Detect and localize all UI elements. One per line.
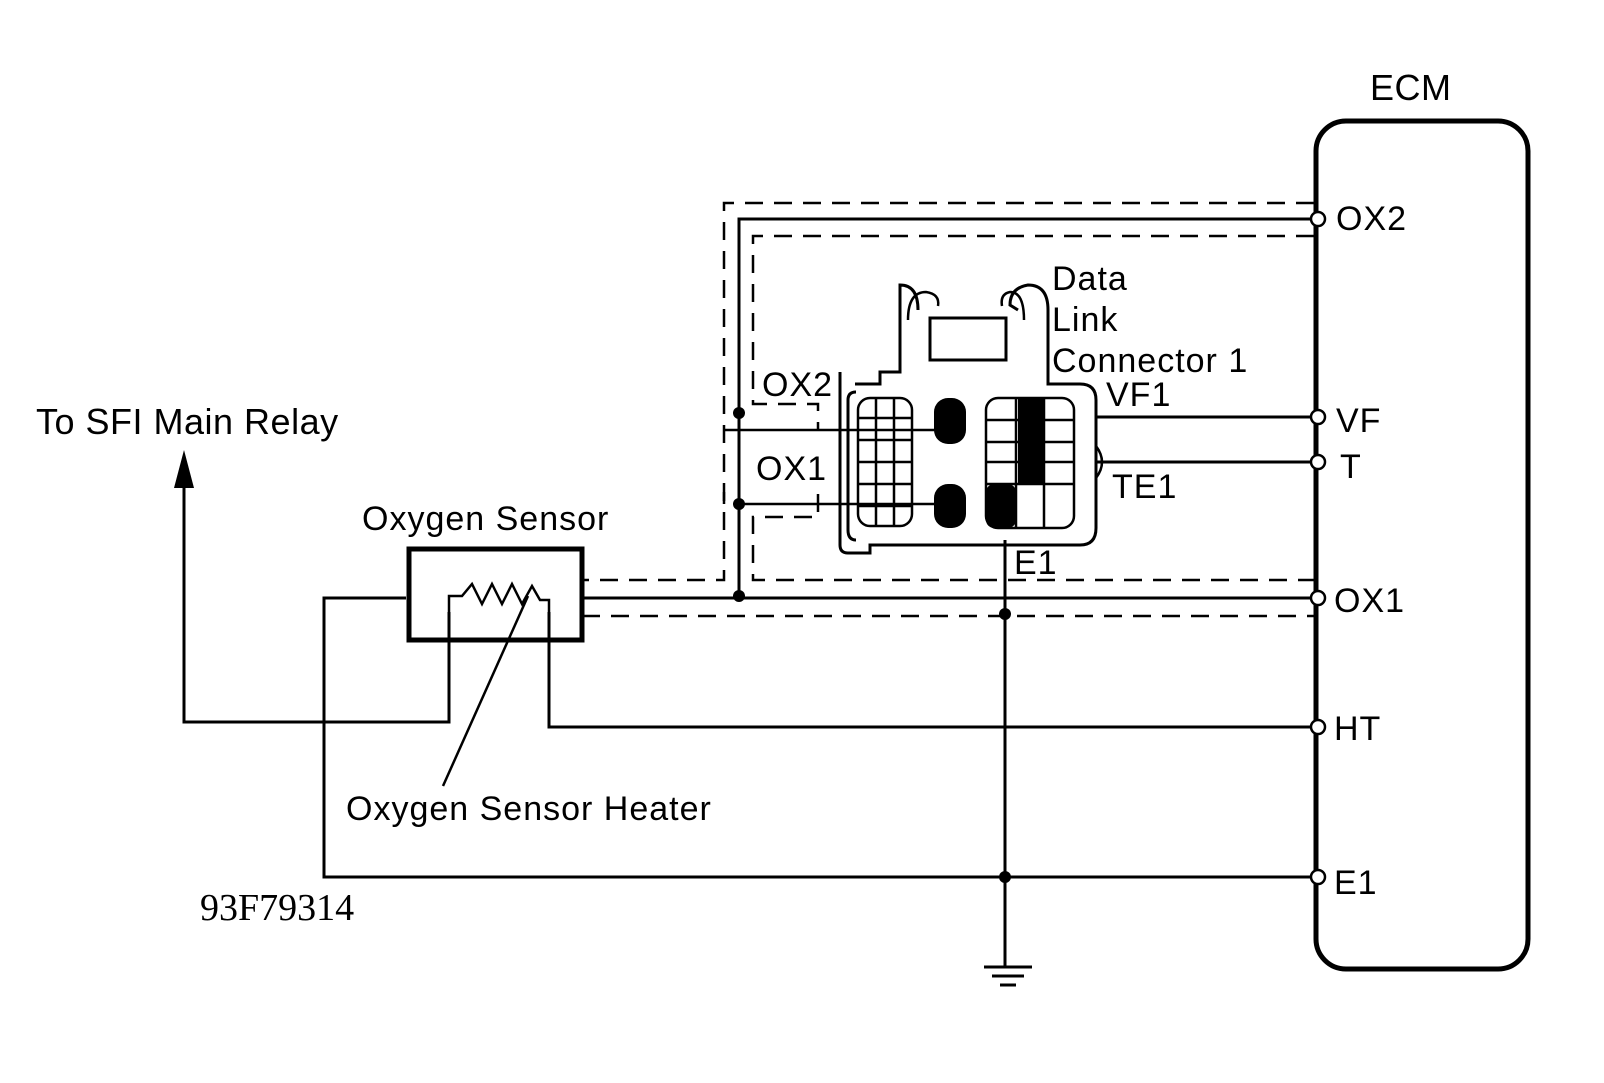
heater-leader-line xyxy=(441,595,530,787)
dlc-label-ox1: OX1 xyxy=(756,450,827,488)
dlc-label-e1: E1 xyxy=(1014,544,1058,582)
oxygen-sensor-label: Oxygen Sensor xyxy=(362,500,609,538)
terminal-t xyxy=(1309,453,1327,471)
figure-code: 93F79314 xyxy=(200,887,354,929)
dlc-hook-left xyxy=(906,290,940,321)
terminal-vf xyxy=(1309,408,1327,426)
shield-inner-top xyxy=(751,234,1314,430)
ecm-box xyxy=(1313,118,1531,972)
dlc-title-line2: Link xyxy=(1052,301,1118,339)
junction-e1-ground xyxy=(999,871,1011,883)
junction-ox2-lower xyxy=(733,498,745,510)
dlc-housing-inner xyxy=(846,390,857,542)
dlc-title-line1: Data xyxy=(1052,260,1128,298)
ecm-terminal-circles xyxy=(1309,210,1327,886)
terminal-ox1 xyxy=(1309,589,1327,607)
terminal-label-ox1: OX1 xyxy=(1334,582,1405,620)
ground-icon xyxy=(984,965,1032,987)
junction-dots xyxy=(733,407,1011,883)
dlc-pin-ox1 xyxy=(934,484,966,528)
dlc-hook-right xyxy=(1000,290,1026,321)
dlc-pin-ox2 xyxy=(934,398,966,444)
ecm-terminal-labels: OX2 VF T OX1 HT E1 xyxy=(1334,200,1407,902)
oxygen-sensor: Oxygen Sensor Oxygen Sensor Heater xyxy=(346,500,712,828)
dlc-housing-outline xyxy=(838,283,1098,555)
terminal-label-t: T xyxy=(1340,448,1362,486)
terminal-label-vf: VF xyxy=(1336,402,1381,440)
junction-ox2-upper xyxy=(733,407,745,419)
sfi-main-relay-label: To SFI Main Relay xyxy=(36,401,339,442)
terminal-ox2 xyxy=(1309,210,1327,228)
data-link-connector-1: Data Link Connector 1 VF1 TE1 E1 OX2 OX1 xyxy=(756,260,1248,582)
wire-dlc-ox1-pin xyxy=(722,492,940,506)
oxygen-sensor-box xyxy=(406,546,585,643)
terminal-label-e1: E1 xyxy=(1334,864,1378,902)
ecm-title: ECM xyxy=(1370,67,1452,108)
dlc-left-pin-grid xyxy=(856,396,914,528)
dlc-pin-e1 xyxy=(986,484,1016,528)
wire-ht xyxy=(547,612,1312,729)
wire-e1 xyxy=(322,596,1312,879)
oxygen-sensor-heater-label: Oxygen Sensor Heater xyxy=(346,790,712,828)
terminal-label-ht: HT xyxy=(1334,710,1381,748)
dlc-label-ox2: OX2 xyxy=(762,366,833,404)
junction-shield-ground xyxy=(999,608,1011,620)
wire-ox2 xyxy=(737,217,1312,598)
dlc-latch-block xyxy=(928,316,1008,362)
dlc-label-vf1: VF1 xyxy=(1106,376,1171,414)
shield-inner-bottom xyxy=(751,494,1314,582)
heater-element-icon xyxy=(447,581,551,612)
terminal-e1 xyxy=(1309,868,1327,886)
dlc-title-line3: Connector 1 xyxy=(1052,342,1248,380)
wire-relay xyxy=(182,470,451,724)
arrow-up-icon xyxy=(174,450,194,488)
shield-lines xyxy=(582,201,1314,618)
ecm-block: ECM xyxy=(1313,67,1531,972)
terminal-ht xyxy=(1309,718,1327,736)
terminal-label-ox2: OX2 xyxy=(1336,200,1407,238)
dlc-right-pin-grid xyxy=(984,396,1104,530)
junction-ox1 xyxy=(733,590,745,602)
dlc-label-te1: TE1 xyxy=(1112,468,1177,506)
shield-outer-top xyxy=(582,201,1314,582)
signal-wires xyxy=(182,217,1312,967)
